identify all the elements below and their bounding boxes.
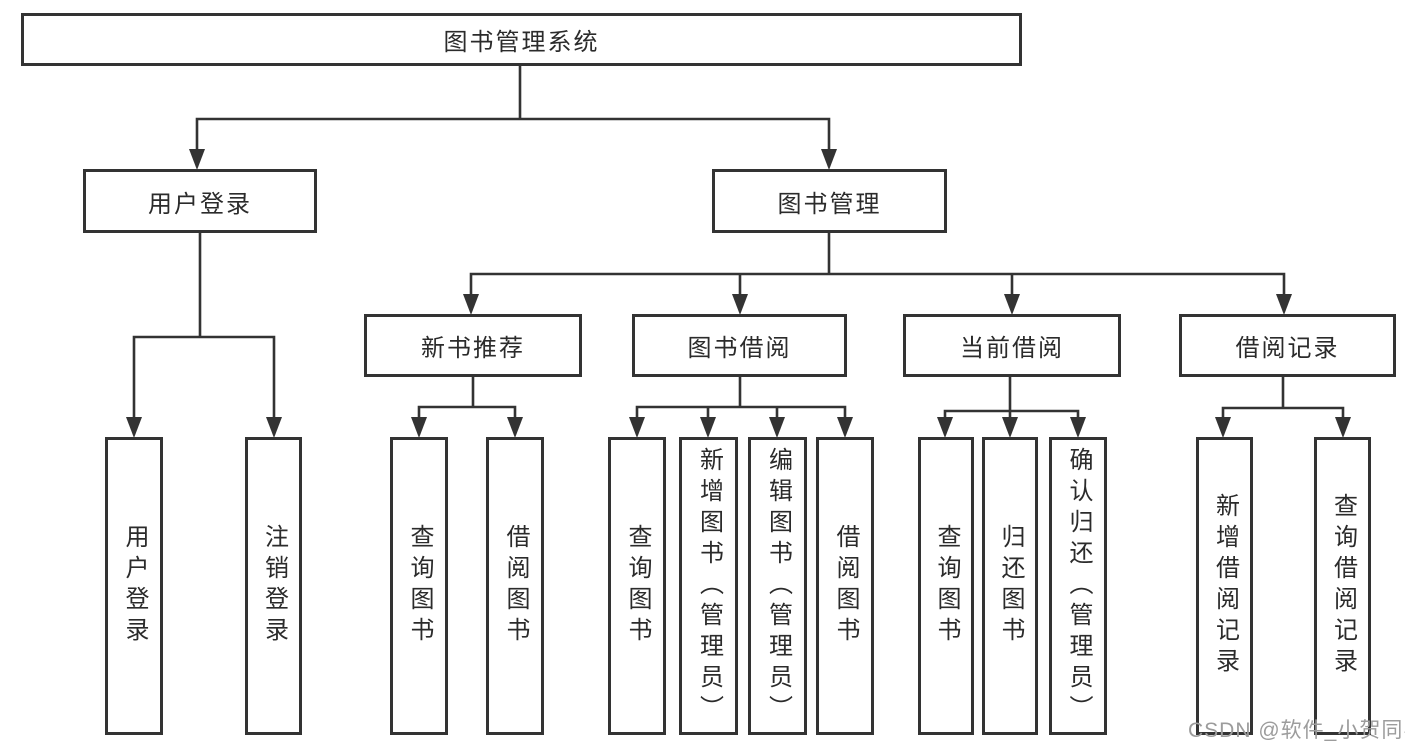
node-book-borrowing: 图书借阅 <box>632 314 847 377</box>
leaf-logout: 注销登录 <box>245 437 302 735</box>
leaf-query-book-recommend: 查询图书 <box>390 437 448 735</box>
leaf-query-borrow-record: 查询借阅记录 <box>1314 437 1371 735</box>
leaf-return-book: 归还图书 <box>982 437 1038 735</box>
node-current-borrowing: 当前借阅 <box>903 314 1121 377</box>
node-user-login: 用户登录 <box>83 169 317 233</box>
node-new-book-recommend: 新书推荐 <box>364 314 582 377</box>
csdn-watermark: CSDN @软件_小贺同学 <box>1188 719 1405 742</box>
leaf-edit-book-admin: 编辑图书（管理员） <box>748 437 807 735</box>
leaf-query-book-borrow: 查询图书 <box>608 437 666 735</box>
leaf-borrow-book: 借阅图书 <box>816 437 874 735</box>
leaf-confirm-return-admin: 确认归还（管理员） <box>1049 437 1107 735</box>
node-borrowing-records: 借阅记录 <box>1179 314 1396 377</box>
leaf-add-borrow-record: 新增借阅记录 <box>1196 437 1253 735</box>
arrowheads <box>126 149 1351 438</box>
leaf-borrow-book-recommend: 借阅图书 <box>486 437 544 735</box>
leaf-add-book-admin: 新增图书（管理员） <box>679 437 738 735</box>
leaf-user-login: 用户登录 <box>105 437 163 735</box>
leaf-query-book-current: 查询图书 <box>918 437 974 735</box>
node-book-management: 图书管理 <box>712 169 947 233</box>
node-library-management-system: 图书管理系统 <box>21 13 1022 66</box>
tree-edges <box>132 64 1345 422</box>
